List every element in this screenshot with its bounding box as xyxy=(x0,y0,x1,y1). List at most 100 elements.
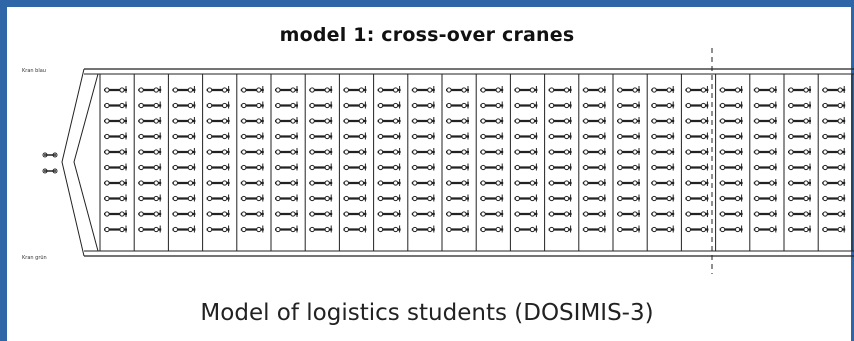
crane-node xyxy=(222,180,228,186)
crane-node xyxy=(632,118,638,124)
crane-node xyxy=(446,164,452,171)
crane-node xyxy=(632,149,638,155)
crane-node xyxy=(412,87,418,93)
crane-node xyxy=(549,195,555,202)
crane-node xyxy=(309,211,315,217)
crane-node xyxy=(290,118,296,124)
crane-node xyxy=(427,195,433,202)
crane-node xyxy=(172,180,178,186)
crane-node xyxy=(617,102,623,109)
crane-node xyxy=(735,164,741,171)
crane-node xyxy=(207,149,213,155)
crane-node xyxy=(583,211,589,217)
crane-node xyxy=(564,149,570,155)
crane-node xyxy=(837,149,843,155)
crane-node xyxy=(583,87,589,93)
crane-node xyxy=(343,102,349,109)
crane-node xyxy=(290,226,296,233)
crane-node xyxy=(207,226,213,233)
crane-node xyxy=(651,87,657,93)
crane-node xyxy=(343,133,349,140)
crane-node xyxy=(207,102,213,109)
crane-node xyxy=(153,118,159,124)
crane-node xyxy=(412,226,418,233)
crane-node xyxy=(685,149,692,155)
crane-node xyxy=(598,149,604,155)
crane-node xyxy=(788,211,794,217)
crane-node xyxy=(651,164,657,171)
crane-node xyxy=(529,180,536,186)
crane-node xyxy=(222,164,228,171)
crane-node xyxy=(446,118,452,124)
crane-node xyxy=(617,133,623,140)
crane-node xyxy=(480,133,486,140)
crane-node xyxy=(632,211,638,217)
crane-node xyxy=(104,87,110,93)
crane-node xyxy=(700,180,707,186)
crane-node xyxy=(119,87,125,93)
crane-node xyxy=(720,149,726,155)
crane-node xyxy=(427,87,433,93)
crane-node xyxy=(138,118,144,124)
crane-node xyxy=(583,102,589,109)
crane-node xyxy=(222,195,228,202)
crane-node xyxy=(119,211,125,217)
crane-node xyxy=(598,87,604,93)
crane-node xyxy=(153,133,159,140)
crane-node xyxy=(256,164,262,171)
crane-node xyxy=(138,164,144,171)
crane-node xyxy=(583,149,589,155)
crane-node xyxy=(187,211,193,217)
crane-node xyxy=(153,87,159,93)
crane-node xyxy=(153,226,159,233)
crane-node xyxy=(104,226,110,233)
crane-node xyxy=(822,118,828,124)
crane-node xyxy=(666,164,672,171)
crane-node xyxy=(514,211,520,217)
crane-node xyxy=(207,195,213,202)
crane-node xyxy=(720,211,726,217)
crane-node xyxy=(754,164,760,171)
crane-node xyxy=(393,102,399,109)
entry-outline-outer xyxy=(61,68,85,257)
crane-node xyxy=(529,195,536,202)
crane-node xyxy=(172,149,178,155)
crane-node xyxy=(222,87,228,93)
crane-node xyxy=(412,211,418,217)
crane-node xyxy=(290,102,296,109)
crane-node xyxy=(564,211,570,217)
crane-node xyxy=(222,211,228,217)
crane-node xyxy=(651,133,657,140)
crane-node xyxy=(564,102,570,109)
crane-node xyxy=(549,149,555,155)
crane-node xyxy=(324,226,330,233)
crane-node xyxy=(720,180,726,186)
crane-node xyxy=(187,102,193,109)
crane-node xyxy=(837,180,843,186)
crane-node xyxy=(754,102,760,109)
crane-node xyxy=(138,87,144,93)
crane-node xyxy=(700,133,707,140)
crane-node xyxy=(769,133,775,140)
crane-node xyxy=(495,87,501,93)
crane-node xyxy=(837,133,843,140)
crane-node xyxy=(461,102,467,109)
crane-node xyxy=(153,102,159,109)
crane-node xyxy=(822,195,828,202)
crane-node xyxy=(651,149,657,155)
crane-node xyxy=(358,180,364,186)
crane-node xyxy=(651,226,657,233)
crane-node xyxy=(632,102,638,109)
crane-node xyxy=(153,180,159,186)
crane-node xyxy=(651,180,657,186)
crane-node xyxy=(256,102,262,109)
crane-node xyxy=(685,87,692,93)
crane-node xyxy=(256,180,262,186)
crane-node xyxy=(583,118,589,124)
crane-node xyxy=(427,102,433,109)
crane-node xyxy=(446,211,452,217)
slide-title: model 1: cross-over cranes xyxy=(279,24,575,46)
crane-node xyxy=(104,164,110,171)
crane-node xyxy=(358,211,364,217)
crane-node xyxy=(685,211,692,217)
